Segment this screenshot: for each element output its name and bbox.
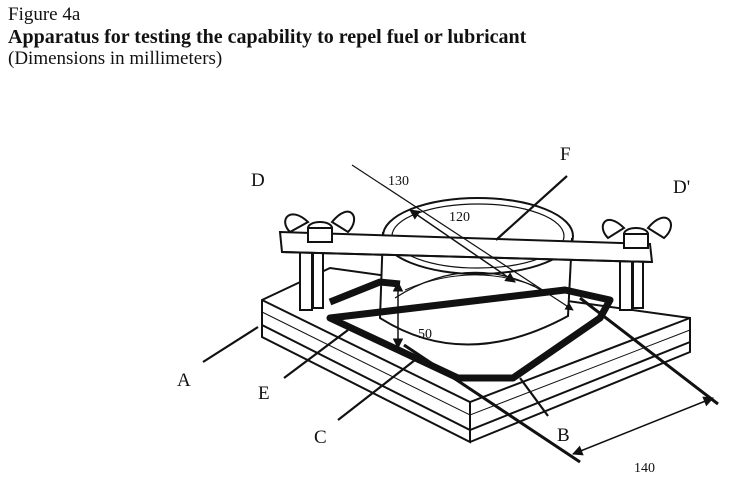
label-C: C <box>314 427 327 448</box>
leader-C <box>337 359 416 421</box>
extension-line-right <box>579 296 719 406</box>
dim-height: 50 <box>418 327 432 342</box>
wing-nut-left <box>284 210 356 243</box>
dim-inner-diameter: 120 <box>449 210 470 225</box>
figure-caption: Figure 4a Apparatus for testing the capa… <box>8 4 526 70</box>
figure-title: Apparatus for testing the capability to … <box>8 26 527 48</box>
dimension-lines <box>351 164 719 464</box>
extension-line-front <box>403 343 581 464</box>
base-plate <box>261 266 691 444</box>
test-cylinder <box>378 197 574 346</box>
wing-nut-right <box>601 216 672 249</box>
leader-F <box>495 175 568 241</box>
dim-frame-width: 140 <box>634 461 655 476</box>
clamp-posts <box>299 243 644 311</box>
figure-number: Figure 4a <box>8 4 81 25</box>
inner-diameter-line <box>409 209 516 283</box>
leader-lines <box>202 175 568 421</box>
label-B: B <box>557 425 570 446</box>
dim-outer-diameter: 130 <box>388 174 409 189</box>
label-D-prime: D' <box>673 177 690 198</box>
leader-A <box>202 326 259 363</box>
label-E: E <box>258 383 270 404</box>
leader-E <box>283 329 349 379</box>
frame-width-line <box>572 396 714 456</box>
leader-B <box>519 377 549 417</box>
label-A: A <box>177 370 191 391</box>
figure-subtitle: (Dimensions in millimeters) <box>8 48 223 69</box>
label-D: D <box>251 170 265 191</box>
label-F: F <box>560 144 571 165</box>
